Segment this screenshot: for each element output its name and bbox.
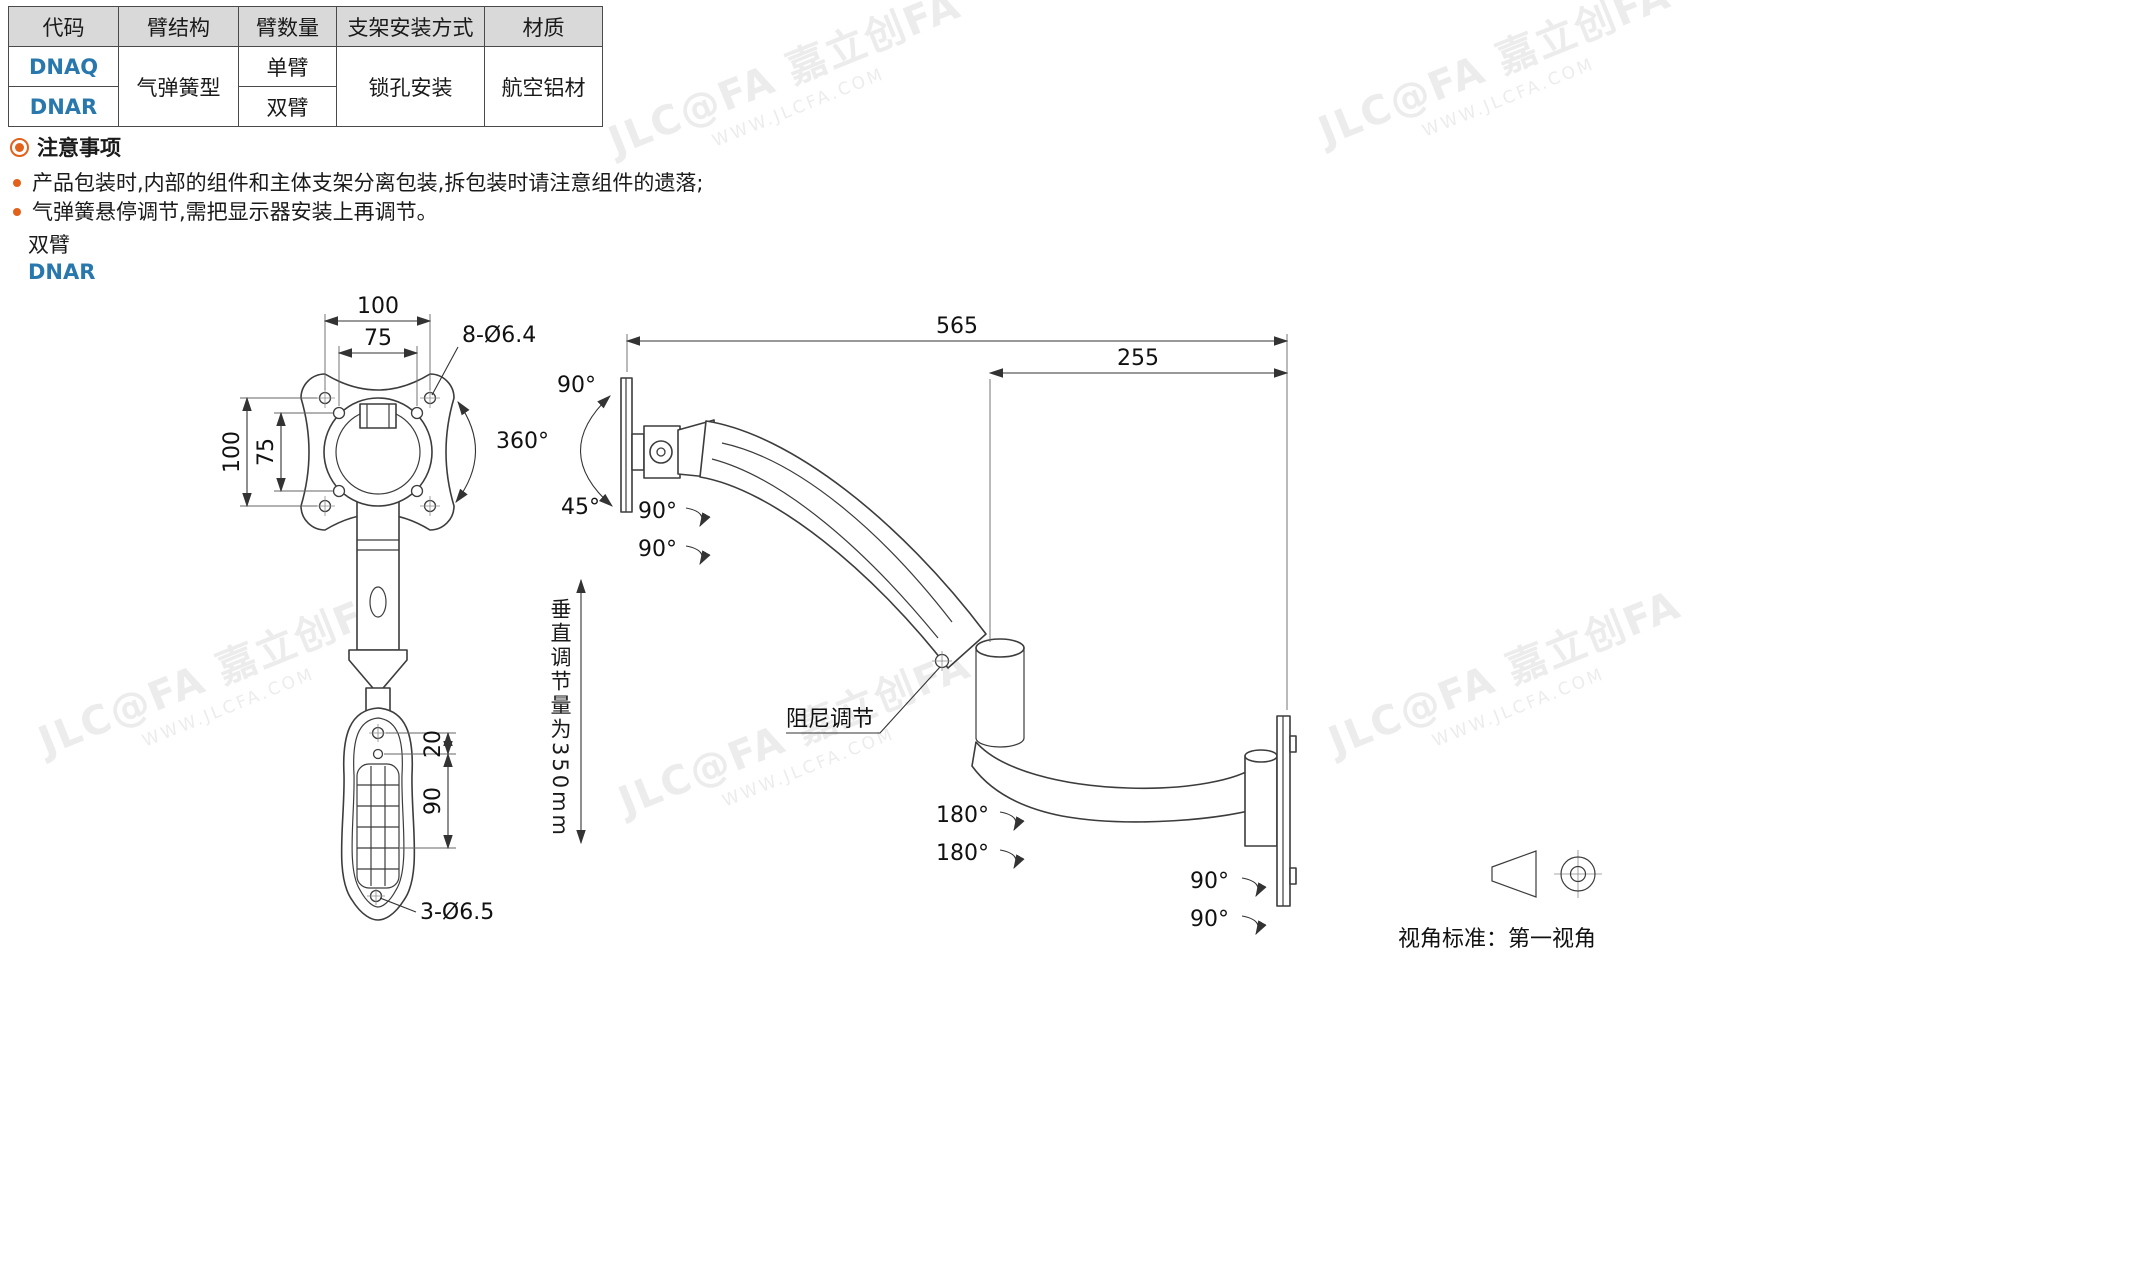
angle-elbow-1-label: 180° [936, 803, 989, 828]
table-row: DNAQ 气弹簧型 单臂 锁孔安装 航空铝材 [8, 46, 603, 127]
notes-section: 注意事项 产品包装时,内部的组件和主体支架分离包装,拆包装时请注意组件的遗落; … [10, 132, 703, 227]
circle-view-icon [1560, 856, 1596, 892]
table-row: DNAR 双臂 [8, 86, 603, 127]
angle-elbow-2-label: 180° [936, 841, 989, 866]
col-header-code: 代码 [8, 6, 119, 47]
dim-overall-label: 565 [936, 314, 978, 339]
angle-tilt-up-label: 90° [557, 373, 596, 398]
projection-symbol: 视角标准：第一视角 [1398, 850, 1602, 952]
spec-table: 代码 臂结构 臂数量 支架安装方式 材质 DNAQ 气弹簧型 单臂 锁孔安装 航… [8, 6, 603, 127]
quick-release-clip [359, 403, 397, 429]
table-header-row: 代码 臂结构 臂数量 支架安装方式 材质 [8, 6, 603, 47]
dim-slot-length-label: 90 [421, 787, 446, 815]
elbow-cylinder [975, 638, 1025, 658]
col-header-arm-structure: 臂结构 [118, 6, 239, 47]
bullet-icon [13, 178, 21, 187]
mounting-cell: 锁孔安装 [336, 46, 485, 127]
projection-label: 视角标准：第一视角 [1398, 927, 1596, 952]
dim-left-inner-label: 75 [254, 438, 279, 466]
notice-icon [10, 137, 29, 157]
note-item: 气弹簧悬停调节,需把显示器安装上再调节。 [10, 198, 703, 227]
front-view-drawing: 100 75 8-Ø6.4 100 75 360° 20 90 [220, 294, 549, 925]
variant-code: DNAR [28, 260, 96, 284]
angle-wall-2-label: 90° [1190, 907, 1229, 932]
arm-count-single-cell: 单臂 [238, 46, 337, 87]
notes-title: 注意事项 [37, 136, 121, 160]
side-view-drawing: 565 255 90° 45° 90° 90° 阻尼调节 180° 180° [557, 314, 1297, 936]
col-header-mounting: 支架安装方式 [336, 6, 485, 47]
note-text: 气弹簧悬停调节,需把显示器安装上再调节。 [32, 200, 438, 224]
code-dnaq: DNAQ [8, 46, 119, 87]
bullet-icon [13, 207, 21, 216]
damping-label: 阻尼调节 [786, 707, 874, 732]
dim-slot-offset-label: 20 [421, 730, 446, 758]
angle-swivel-1-label: 90° [638, 499, 677, 524]
arm-structure-cell: 气弹簧型 [118, 46, 239, 127]
code-dnar: DNAR [8, 86, 119, 127]
holes-top-label: 8-Ø6.4 [462, 323, 536, 348]
note-text: 产品包装时,内部的组件和主体支架分离包装,拆包装时请注意组件的遗落; [32, 171, 704, 195]
arm-count-dual-cell: 双臂 [238, 86, 337, 127]
wrist-bracket [1244, 755, 1278, 847]
dim-rear-label: 255 [1117, 346, 1159, 371]
rotation-boss [323, 397, 433, 507]
arm-collar [348, 649, 408, 695]
col-header-material: 材质 [484, 6, 603, 47]
lower-arm [971, 741, 1267, 823]
dim-top-outer-label: 100 [357, 294, 399, 319]
angle-wall-1-label: 90° [1190, 869, 1229, 894]
angle-tilt-down-label: 45° [561, 495, 600, 520]
variant-type-label: 双臂 [28, 233, 70, 257]
rotation-label: 360° [496, 429, 549, 454]
col-header-arm-count: 臂数量 [238, 6, 337, 47]
vertical-range-label: 垂直调节量为350mm [548, 598, 572, 838]
material-cell: 航空铝材 [484, 46, 603, 127]
note-item: 产品包装时,内部的组件和主体支架分离包装,拆包装时请注意组件的遗落; [10, 169, 703, 198]
dim-top-inner-label: 75 [364, 326, 392, 351]
frustum-icon [1491, 850, 1537, 898]
variant-block: 双臂 DNAR [28, 232, 95, 286]
angle-swivel-2-label: 90° [638, 537, 677, 562]
wall-plate-front [340, 707, 416, 921]
dim-left-outer-label: 100 [220, 431, 245, 473]
holes-bottom-label: 3-Ø6.5 [420, 900, 494, 925]
gas-spring-arm [699, 420, 987, 669]
